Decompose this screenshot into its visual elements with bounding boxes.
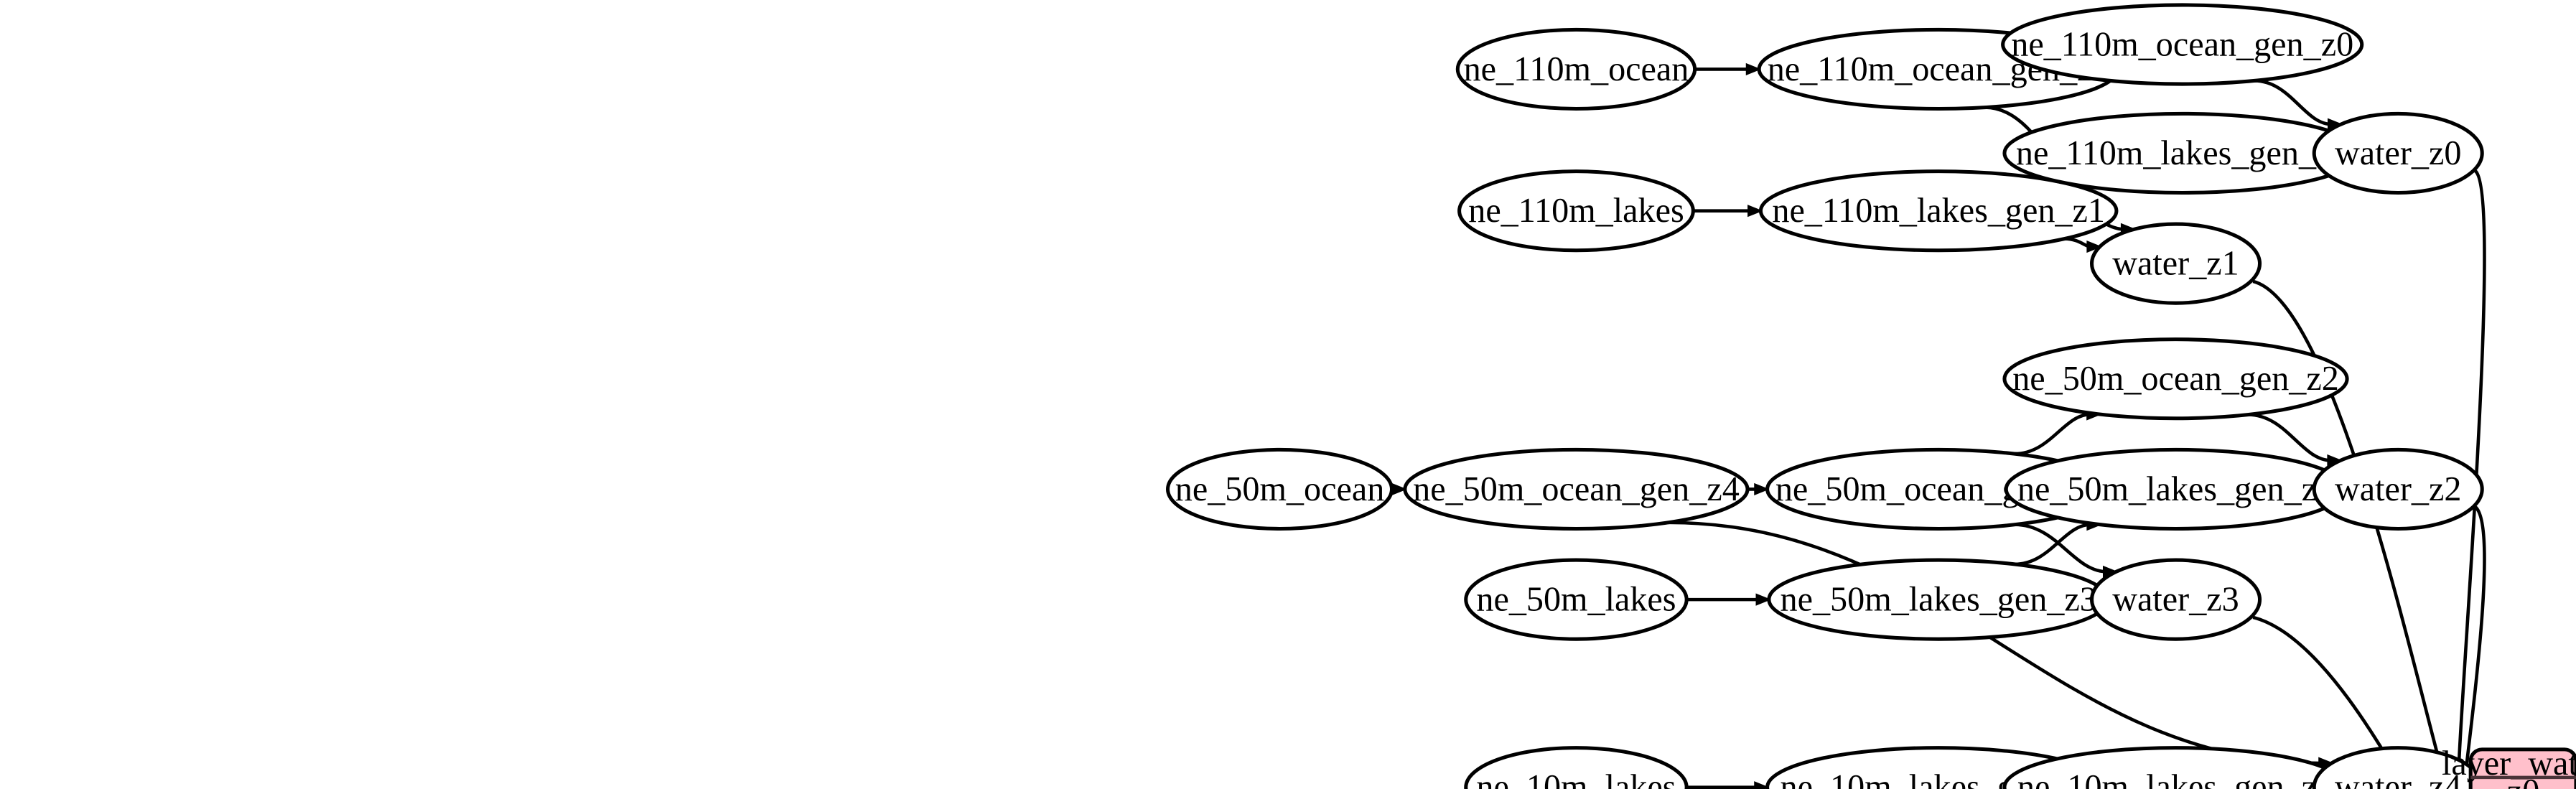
legend-row-z0: z0 — [2507, 772, 2539, 789]
node-label-water_z4: water_z4 — [2335, 768, 2461, 789]
edge-ne_50m_ocean_gen_z3-to-water_z3 — [2015, 523, 2107, 574]
edge-ne_110m_ocean_gen_z0-to-water_z0 — [2254, 79, 2332, 126]
node-label-water_z2: water_z2 — [2335, 470, 2461, 508]
edge-ne_50m_ocean_gen_z2-to-water_z2 — [2248, 413, 2332, 462]
edge-arrowhead — [1747, 205, 1763, 218]
node-label-ne_110m_lakes_gen_z1: ne_110m_lakes_gen_z1 — [1772, 192, 2105, 230]
node-layer: imposm3osm_water_polygonosm_ocean_polygo… — [1166, 3, 2484, 789]
node-label-water_z0: water_z0 — [2335, 134, 2461, 172]
edge-arrowhead — [1755, 593, 1771, 606]
node-water_z2[interactable] — [2312, 447, 2484, 531]
node-ne_110m_lakes[interactable] — [1457, 169, 1695, 253]
node-water_z1[interactable] — [2090, 222, 2262, 305]
node-ne_10m_lakes[interactable] — [1464, 746, 1689, 789]
node-label-ne_110m_lakes_gen_z0: ne_110m_lakes_gen_z0 — [2016, 134, 2349, 172]
edge-arrowhead — [2086, 241, 2102, 253]
node-ne_110m_ocean[interactable] — [1455, 27, 1697, 111]
node-label-ne_50m_ocean_gen_z4: ne_50m_ocean_gen_z4 — [1413, 470, 1740, 508]
node-ne_50m_ocean[interactable] — [1166, 447, 1394, 531]
node-label-ne_50m_lakes: ne_50m_lakes — [1476, 581, 1676, 619]
node-label-ne_10m_lakes: ne_10m_lakes — [1476, 768, 1676, 789]
node-water_z0[interactable] — [2312, 111, 2484, 195]
node-water_z3[interactable] — [2090, 558, 2262, 641]
node-label-ne_110m_ocean: ne_110m_ocean — [1464, 50, 1689, 88]
edge-arrowhead — [1754, 482, 1770, 495]
node-label-ne_50m_lakes_gen_z3: ne_50m_lakes_gen_z3 — [1781, 581, 2097, 619]
node-label-water_z3: water_z3 — [2112, 581, 2239, 619]
node-ne_110m_ocean_gen_z0[interactable] — [2001, 3, 2364, 86]
node-label-ne_110m_ocean_gen_z0: ne_110m_ocean_gen_z0 — [2011, 26, 2353, 64]
edge-ne_50m_lakes_gen_z3-to-ne_50m_lakes_gen_z2 — [2014, 523, 2091, 566]
node-label-ne_50m_lakes_gen_z2: ne_50m_lakes_gen_z2 — [2017, 470, 2334, 508]
node-ne_50m_ocean_gen_z4[interactable] — [1403, 447, 1750, 531]
node-label-water_z1: water_z1 — [2112, 245, 2239, 283]
edge-ne_50m_ocean_gen_z3-to-ne_50m_ocean_gen_z2 — [2015, 412, 2091, 456]
edge-arrowhead — [1754, 781, 1770, 789]
edge-ne_50m_ocean_gen_z4-to-water_z4 — [1668, 520, 2323, 765]
node-ne_110m_lakes_gen_z1[interactable] — [1758, 169, 2119, 253]
legend-container — [2468, 747, 2576, 789]
node-label-ne_10m_lakes_gen_z4: ne_10m_lakes_gen_z4 — [2017, 768, 2334, 789]
node-label-ne_110m_lakes: ne_110m_lakes — [1468, 192, 1684, 230]
node-ne_50m_ocean_gen_z2[interactable] — [2002, 337, 2349, 421]
node-label-ne_50m_ocean: ne_50m_ocean — [1175, 470, 1385, 508]
edge-arrowhead — [1745, 62, 1762, 75]
legend-table[interactable]: layer_waterz0z1z2z3z4z5z6z7z8z9z10z11z12… — [2442, 744, 2576, 789]
edge-water_z1-to-legend-z1 — [2252, 279, 2449, 789]
edge-water_z2-to-legend-z2 — [2462, 505, 2486, 789]
node-label-ne_50m_ocean_gen_z2: ne_50m_ocean_gen_z2 — [2012, 360, 2339, 398]
edge-arrowhead — [1391, 482, 1407, 495]
node-ne_50m_lakes[interactable] — [1464, 558, 1689, 641]
